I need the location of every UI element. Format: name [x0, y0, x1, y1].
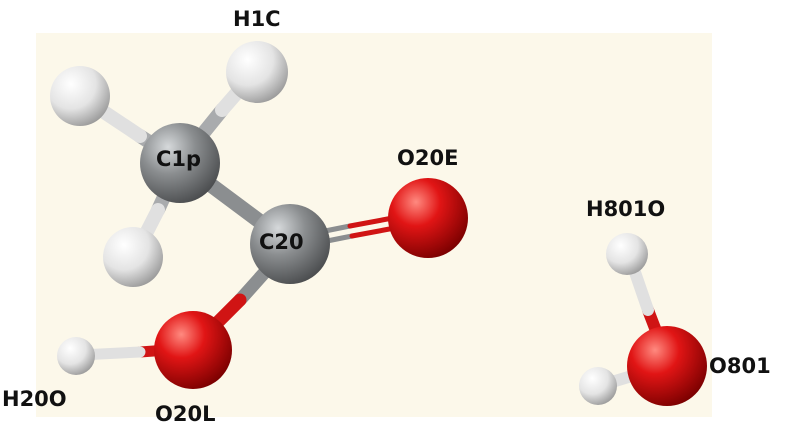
atom-h-left	[50, 66, 110, 126]
label-c20: C20	[259, 230, 304, 254]
label-h20o: H20O	[2, 387, 67, 411]
atoms	[50, 41, 707, 406]
atom-h1c	[226, 41, 288, 103]
atom-h-lower	[103, 227, 163, 287]
label-h1c: H1C	[233, 7, 281, 31]
atom-c1p	[140, 123, 220, 203]
label-o801: O801	[709, 354, 771, 378]
label-h801o: H801O	[586, 197, 666, 221]
label-o20l: O20L	[155, 402, 216, 426]
viewport-panel	[36, 33, 712, 417]
atom-o801	[627, 326, 707, 406]
label-o20e: O20E	[397, 146, 459, 170]
atom-h801o	[606, 233, 648, 275]
atom-o20e	[388, 178, 468, 258]
atom-h20o	[57, 337, 95, 375]
atom-o20l	[154, 311, 232, 389]
atom-h-o801-lower	[579, 367, 617, 405]
atom-c20	[250, 204, 330, 284]
label-c1p: C1p	[156, 147, 202, 171]
